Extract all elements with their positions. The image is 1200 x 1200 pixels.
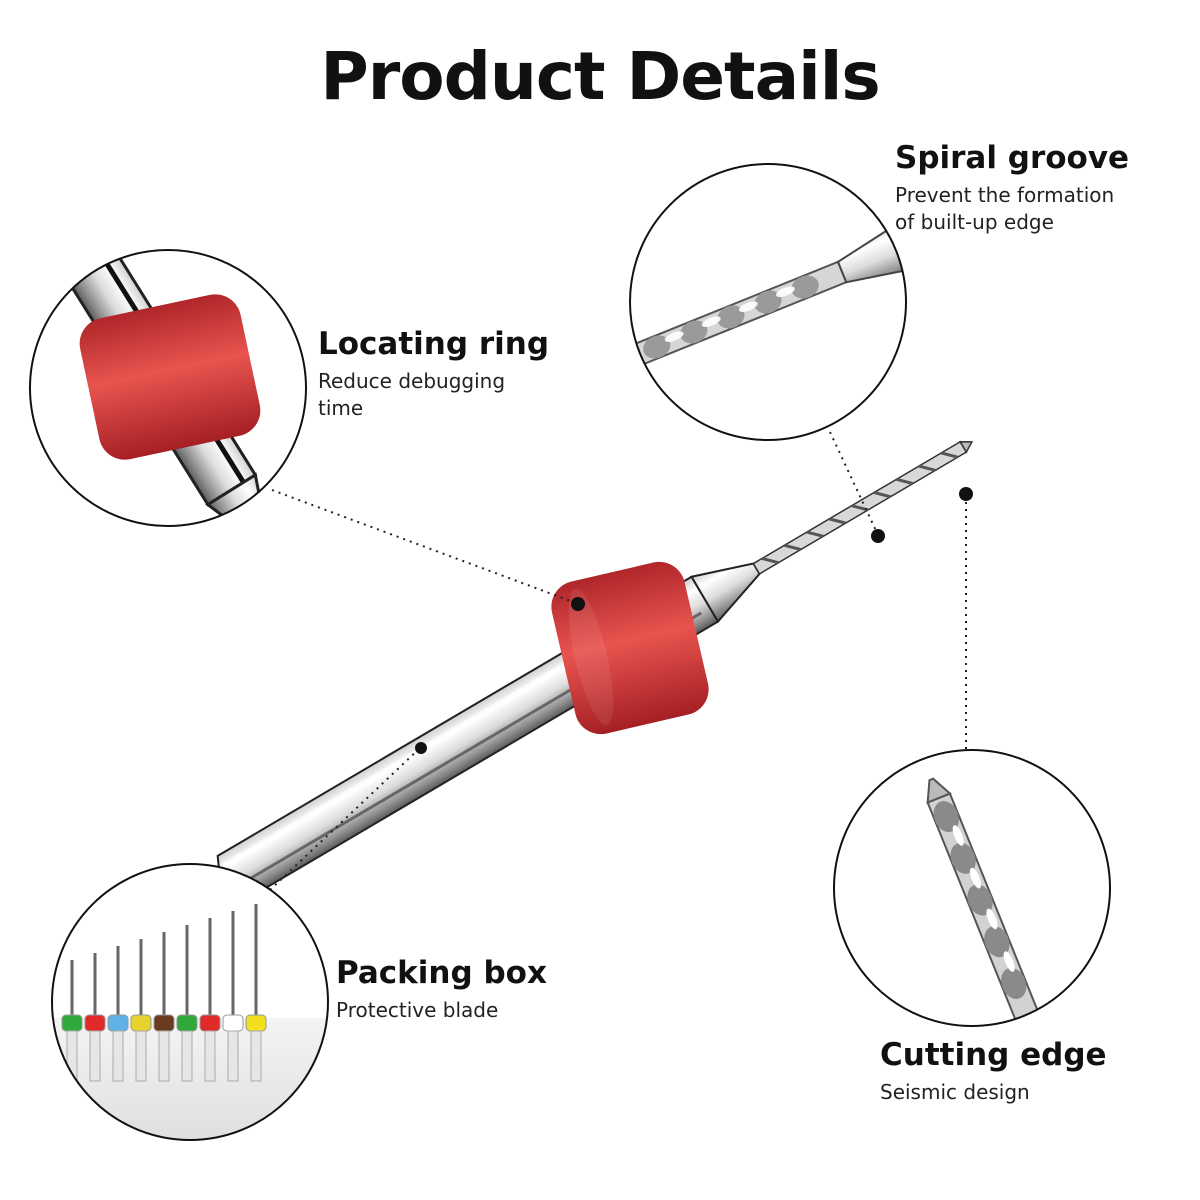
packed-drill-bit: [199, 918, 221, 1082]
drill-bit-main: [216, 440, 974, 902]
packed-drill-bit: [130, 939, 152, 1082]
feature-description: Protective blade: [336, 997, 547, 1024]
packed-drill-bit: [222, 911, 244, 1082]
feature-description-line: Prevent the formation: [895, 183, 1115, 207]
feature-title: Spiral groove: [895, 140, 1130, 176]
packed-drill-bit: [107, 946, 129, 1082]
packed-drill-bit: [84, 953, 106, 1082]
packed-drill-bit: [61, 960, 83, 1082]
feature-description-line: of built-up edge: [895, 210, 1054, 234]
callout-connectors: [269, 431, 967, 891]
feature-description-line: Seismic design: [880, 1080, 1030, 1104]
packed-drill-bit: [176, 925, 198, 1082]
cutting-edge-zoom-circle: [833, 749, 1111, 1027]
feature-description: Seismic design: [880, 1079, 1107, 1106]
callout-points: [415, 487, 973, 754]
feature-description-line: Protective blade: [336, 998, 499, 1022]
feature-description-line: Reduce debugging: [318, 369, 506, 393]
feature-cutting-edge: Cutting edge Seismic design: [880, 1037, 1107, 1106]
feature-title: Locating ring: [318, 326, 550, 362]
packed-drill-bit: [153, 932, 175, 1082]
feature-description: Prevent the formation of built-up edge: [895, 182, 1129, 236]
feature-packing-box: Packing box Protective blade: [336, 955, 547, 1024]
spiral-groove-zoom-circle: [629, 163, 907, 441]
packed-drill-bit: [245, 904, 267, 1082]
feature-spiral-groove: Spiral groove Prevent the formation of b…: [895, 140, 1129, 236]
locating-ring-main: [551, 561, 709, 735]
feature-locating-ring: Locating ring Reduce debugging time: [318, 326, 549, 422]
feature-description: Reduce debugging time: [318, 368, 549, 422]
locating-ring-zoom-circle: [29, 249, 307, 527]
feature-title: Packing box: [336, 955, 547, 991]
feature-description-line: time: [318, 396, 364, 420]
feature-title: Cutting edge: [880, 1037, 1107, 1073]
page-title: Product Details: [320, 38, 880, 115]
packing-box-zoom-circle: [51, 863, 329, 1141]
